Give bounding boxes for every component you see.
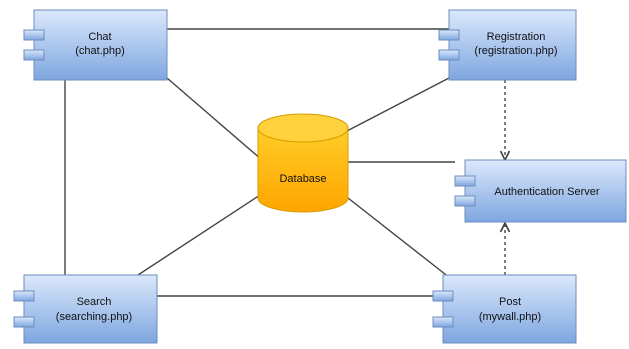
component-registration[interactable]: Registration (registration.php) xyxy=(438,9,577,81)
component-chat-file: (chat.php) xyxy=(75,45,125,57)
component-post-port-top xyxy=(432,290,454,302)
component-post-body xyxy=(442,274,577,344)
component-chat-port-top xyxy=(23,29,45,41)
database-label: Database xyxy=(279,173,326,185)
component-registration-name: Registration xyxy=(487,31,546,43)
component-auth-server[interactable]: Authentication Server xyxy=(454,159,627,223)
component-chat-port-bottom xyxy=(23,49,45,61)
component-post-port-bottom xyxy=(432,316,454,328)
connector-database-post xyxy=(347,197,451,279)
component-registration-body xyxy=(448,9,577,81)
component-auth-body xyxy=(464,159,627,223)
component-search-port-top xyxy=(13,290,35,302)
component-search-file: (searching.php) xyxy=(56,311,132,323)
component-registration-file: (registration.php) xyxy=(474,45,557,57)
component-chat[interactable]: Chat (chat.php) xyxy=(23,9,168,81)
connector-registration-database xyxy=(344,77,450,133)
component-chat-body xyxy=(33,9,168,81)
component-registration-port-top xyxy=(438,29,460,41)
connectors xyxy=(64,28,505,297)
component-search-port-bottom xyxy=(13,316,35,328)
connector-chat-database xyxy=(166,77,263,161)
database-top xyxy=(257,113,349,143)
component-auth-name: Authentication Server xyxy=(494,186,600,198)
component-search-name: Search xyxy=(77,296,112,308)
component-search-body xyxy=(23,274,158,344)
component-auth-port-top xyxy=(454,175,476,187)
component-search[interactable]: Search (searching.php) xyxy=(13,274,158,344)
component-auth-port-bottom xyxy=(454,195,476,207)
component-post-name: Post xyxy=(499,296,521,308)
component-registration-port-bottom xyxy=(438,49,460,61)
database-cylinder[interactable]: Database xyxy=(257,113,349,213)
component-post[interactable]: Post (mywall.php) xyxy=(432,274,577,344)
component-post-file: (mywall.php) xyxy=(479,311,541,323)
database-body xyxy=(257,128,349,213)
connector-database-search xyxy=(137,194,261,276)
component-chat-name: Chat xyxy=(88,31,111,43)
